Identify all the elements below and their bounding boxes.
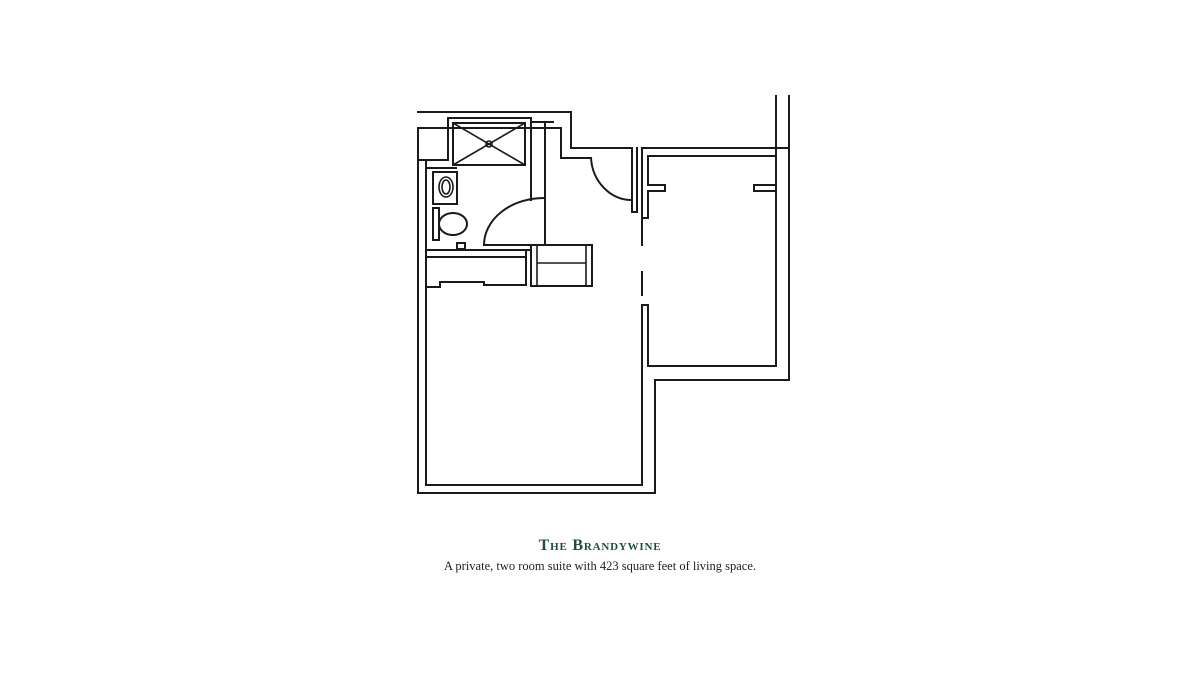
- plan-title: The Brandywine: [538, 537, 662, 554]
- toilet: [432, 207, 468, 250]
- closet: [425, 244, 593, 288]
- exterior-walls: [417, 95, 790, 494]
- partition-wall: [631, 147, 790, 367]
- entry-door: [589, 147, 634, 213]
- sink: [432, 171, 458, 205]
- bathroom-door: [482, 196, 547, 247]
- plan-description: A private, two room suite with 423 squar…: [443, 559, 757, 573]
- shower: [452, 122, 526, 166]
